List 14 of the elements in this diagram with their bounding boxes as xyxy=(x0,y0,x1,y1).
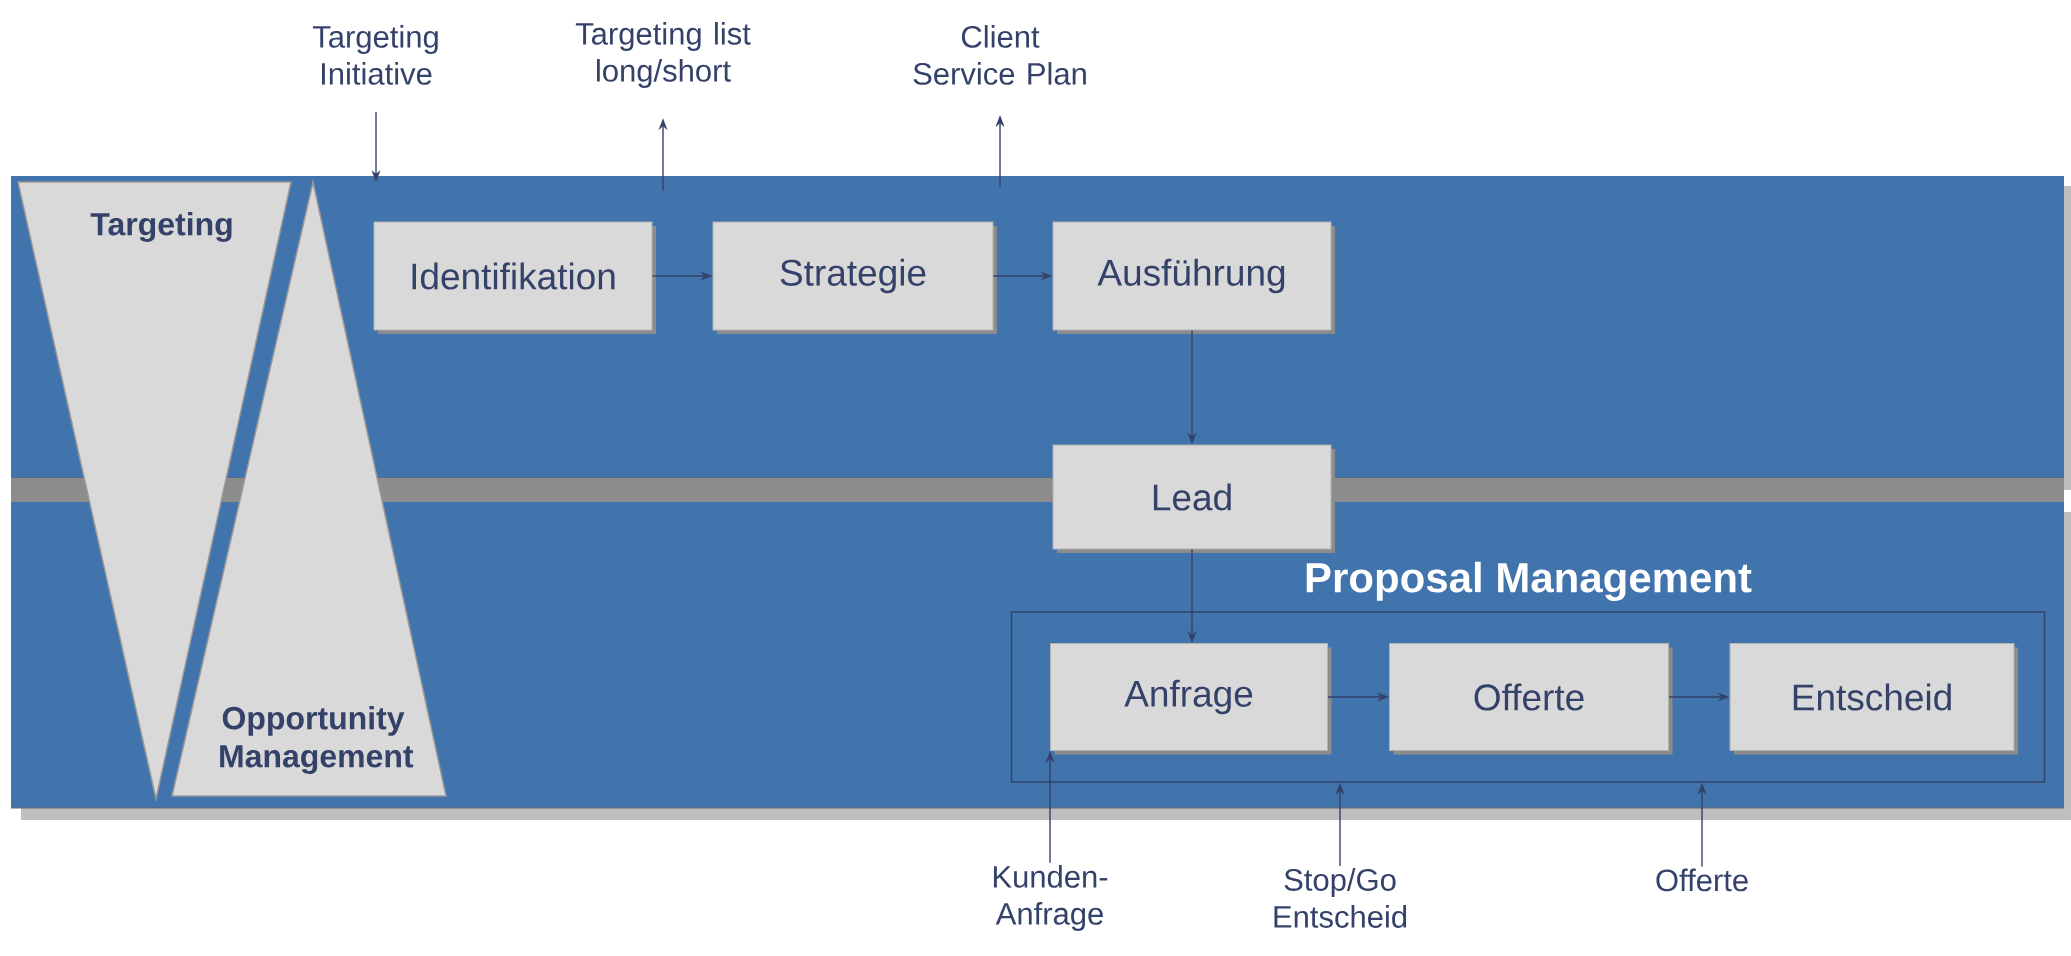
process-box: Offerte xyxy=(1389,643,1673,755)
process-box: Ausführung xyxy=(1052,221,1335,334)
node-label: Proposal Management xyxy=(1306,561,1752,602)
process-box: Strategie xyxy=(712,221,997,334)
process-box: Anfrage xyxy=(1050,643,1332,755)
process-box: Entscheid xyxy=(1729,643,2019,755)
annotation-text: Client Service Plan xyxy=(913,25,1086,85)
annotation-text: Targeting Initiative xyxy=(312,25,438,85)
process-box: Lead xyxy=(1052,444,1335,553)
annotation-text: Offerte xyxy=(1656,868,1748,892)
annotation-text: Stop/Go Entscheid xyxy=(1274,868,1407,928)
process-box: Identifikation xyxy=(373,221,656,334)
annotation-text: Targeting list long/short xyxy=(575,22,751,88)
annotation-text: Kunden-Anfrage xyxy=(993,865,1108,931)
